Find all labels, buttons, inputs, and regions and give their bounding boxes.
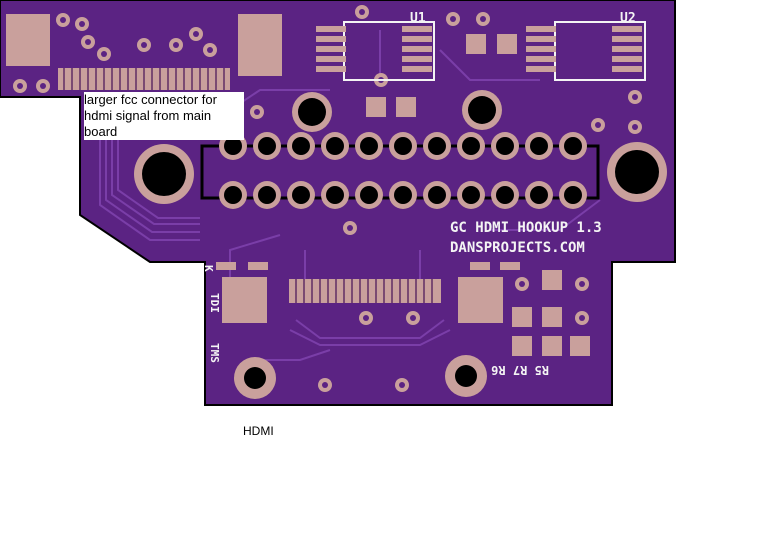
- silk-board-name: GC HDMI HOOKUP 1.3: [450, 220, 602, 236]
- smd-pads-middle: [366, 34, 517, 117]
- pad-hdmi-right: [458, 277, 503, 323]
- fpc-connector-bottom: [289, 279, 441, 303]
- silk-tdi: TDI: [208, 293, 221, 313]
- silk-u2: U2: [620, 11, 636, 26]
- connector-note: larger fcc connector for hdmi signal fro…: [84, 92, 244, 140]
- pcb-traces: [99, 30, 601, 361]
- silk-website: DANSPROJECTS.COM: [450, 240, 585, 256]
- hdmi-label: HDMI: [243, 424, 274, 438]
- pad-large-left: [6, 14, 50, 66]
- silk-tck: K: [202, 265, 215, 272]
- pad-hdmi-left: [222, 277, 267, 323]
- pad-large-right: [238, 14, 282, 76]
- fpc-connector-top: [58, 68, 230, 90]
- silk-u1: U1: [410, 11, 426, 26]
- silk-resistor-labels: R5 R7 R6: [491, 363, 549, 377]
- pin-header: [200, 132, 600, 209]
- chip-u2: [526, 21, 646, 81]
- silk-tms: TMS: [208, 343, 221, 363]
- mounting-holes: [134, 90, 667, 204]
- chip-u1: [316, 21, 435, 81]
- hdmi-mount-holes: [234, 355, 487, 399]
- smd-pads-lower: [216, 262, 590, 356]
